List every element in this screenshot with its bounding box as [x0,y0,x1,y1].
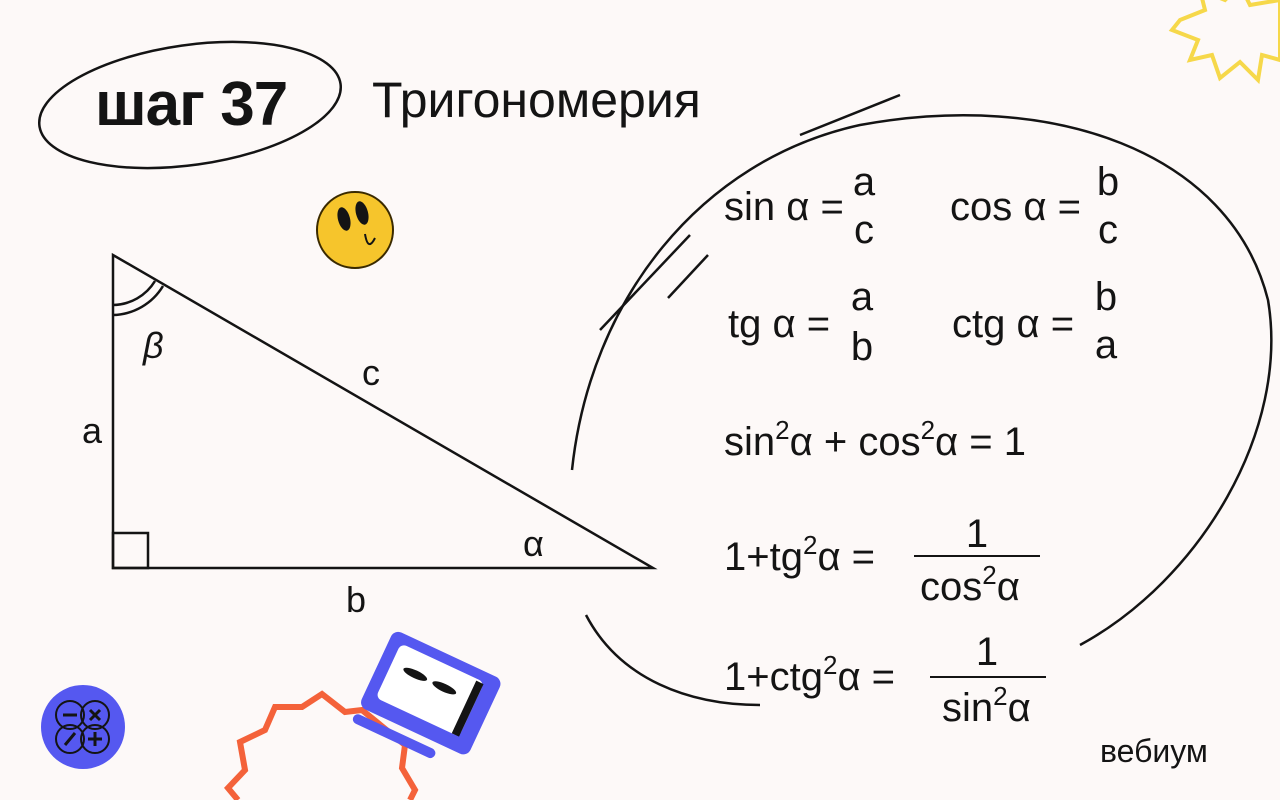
svg-text:sin2α: sin2α [942,681,1031,730]
angle-alpha-label: α [523,523,544,564]
formula-lhs: tg α = [728,302,830,346]
formula-ctg: ctg α = b a [952,275,1118,367]
formula-denominator: a [1095,323,1118,367]
brand-logo: вебиум [1100,733,1208,769]
svg-text:1+tg2α =: 1+tg2α = [724,530,875,579]
formula-numerator: 1 [966,512,988,556]
formula-ctg-identity: 1+ctg2α = 1 sin2α [724,630,1046,730]
formula-lhs: cos α = [950,185,1081,229]
step-ellipse [37,40,343,170]
computer-mascot-icon [352,631,501,759]
calculator-icon [41,685,125,769]
svg-text:1+ctg2α =: 1+ctg2α = [724,650,895,699]
formula-tg-identity: 1+tg2α = 1 cos2α [724,512,1040,609]
sunburst-decoration [1168,0,1280,85]
formula-numerator: b [1097,160,1119,204]
right-triangle [111,252,658,570]
orange-burst-decoration [223,690,419,800]
formula-pythagorean-identity: sin2α + cos2α = 1 [724,415,1026,464]
svg-text:cos2α: cos2α [920,560,1020,609]
formula-numerator: a [851,275,874,319]
decorative-arcs [570,93,1273,707]
side-a-label: a [82,410,103,451]
formula-tg: tg α = a b [728,275,874,369]
page-title: Тригономерия [372,72,701,128]
formula-numerator: 1 [976,630,998,674]
step-label: шаг 37 [95,70,287,139]
side-b-label: b [346,579,366,620]
formula-lhs: sin α = [724,185,844,229]
formula-numerator: b [1095,275,1117,319]
formula-numerator: a [853,160,876,204]
formula-denominator: c [1098,208,1118,252]
formula-sin: sin α = a c [724,160,876,252]
smiley-icon [316,191,394,269]
formula-denominator: b [851,325,873,369]
formula-lhs: ctg α = [952,302,1074,346]
angle-beta-label: β [142,325,164,366]
formula-denominator: c [854,208,874,252]
side-c-label: c [362,352,380,393]
formula-cos: cos α = b c [950,160,1119,252]
